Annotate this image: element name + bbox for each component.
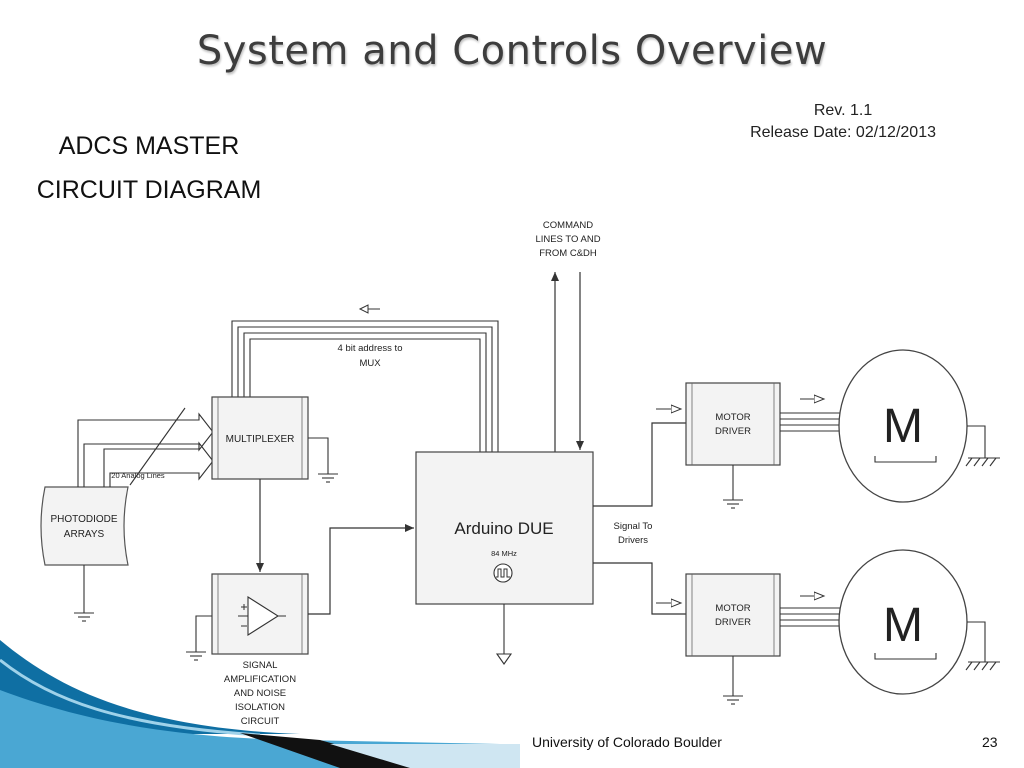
corner-swoosh-decoration xyxy=(0,640,520,768)
photodiode-label-line1: PHOTODIODE xyxy=(50,514,117,525)
multiplexer-label: MULTIPLEXER xyxy=(226,434,295,445)
command-label-line3: FROM C&DH xyxy=(539,248,597,259)
address-bus xyxy=(231,320,499,452)
analog-lines-label: 20 Analog Lines xyxy=(111,471,165,480)
release-date: Release Date: 02/12/2013 xyxy=(750,124,936,141)
motor2-ground-icon xyxy=(965,621,1000,671)
slide-title: System and Controls Overview xyxy=(196,28,828,74)
motor-driver-2-block xyxy=(685,573,781,657)
multiplexer-ground-icon xyxy=(308,437,338,483)
motor-1-label: M xyxy=(883,400,923,453)
motor-driver-1-block xyxy=(685,382,781,466)
arduino-ground-icon xyxy=(495,604,513,665)
signal-amp-label-line3: AND NOISE xyxy=(234,688,286,699)
footer-organization: University of Colorado Boulder xyxy=(532,734,722,750)
signal-to-drivers-line1: Signal To xyxy=(614,521,653,532)
arduino-to-driver1-wire xyxy=(593,422,686,507)
address-label-line2: MUX xyxy=(359,358,381,369)
command-label-line2: LINES TO AND xyxy=(535,234,600,245)
signal-amp-label-line1: SIGNAL xyxy=(243,660,278,671)
address-label-line1: 4 bit address to xyxy=(338,343,403,354)
motor-driver-2-label-line2: DRIVER xyxy=(715,617,751,628)
amp-to-arduino-arrow xyxy=(308,524,414,615)
driver1-ground-icon xyxy=(723,465,743,509)
revision-block: Rev. 1.1 Release Date: 02/12/2013 xyxy=(750,100,936,144)
signal-to-drivers-line2: Drivers xyxy=(618,535,648,546)
photodiode-array-block xyxy=(40,486,129,566)
photodiode-ground-icon xyxy=(74,565,94,622)
signal-amp-label-line5: CIRCUIT xyxy=(241,716,280,727)
diagram-title-line1: ADCS MASTER xyxy=(58,132,240,160)
diagram-title: ADCS MASTER CIRCUIT DIAGRAM xyxy=(24,124,274,212)
signal-amp-label-line2: AMPLIFICATION xyxy=(224,674,296,685)
bus-direction-arrow-icon xyxy=(358,304,380,314)
clock-label: 84 MHz xyxy=(491,549,517,558)
revision-label: Rev. 1.1 xyxy=(813,102,873,119)
amp-ground-icon xyxy=(186,615,212,661)
motor-driver-1-label-line2: DRIVER xyxy=(715,426,751,437)
driver1-motor-wires xyxy=(780,412,844,432)
amplifier-icon xyxy=(238,596,286,636)
motor1-ground-icon xyxy=(965,425,1000,467)
motor-2-label: M xyxy=(883,599,923,652)
signal-amp-label: SIGNAL AMPLIFICATION AND NOISE ISOLATION… xyxy=(224,660,296,727)
signal-amp-label-line4: ISOLATION xyxy=(235,702,285,713)
motor-driver-1-label-line1: MOTOR xyxy=(715,412,750,423)
photodiode-label-line2: ARRAYS xyxy=(64,529,105,540)
command-lines-label: COMMAND LINES TO AND FROM C&DH xyxy=(535,220,600,259)
arduino-to-driver2-wire xyxy=(593,562,686,615)
driver2-motor-wires xyxy=(780,607,844,627)
command-label-line1: COMMAND xyxy=(543,220,593,231)
motor-driver-2-label-line1: MOTOR xyxy=(715,603,750,614)
arduino-label: Arduino DUE xyxy=(454,519,553,538)
diagram-title-line2: CIRCUIT DIAGRAM xyxy=(36,176,262,204)
clock-icon xyxy=(493,563,513,583)
footer-page-number: 23 xyxy=(982,734,998,750)
driver2-ground-icon xyxy=(723,656,743,705)
